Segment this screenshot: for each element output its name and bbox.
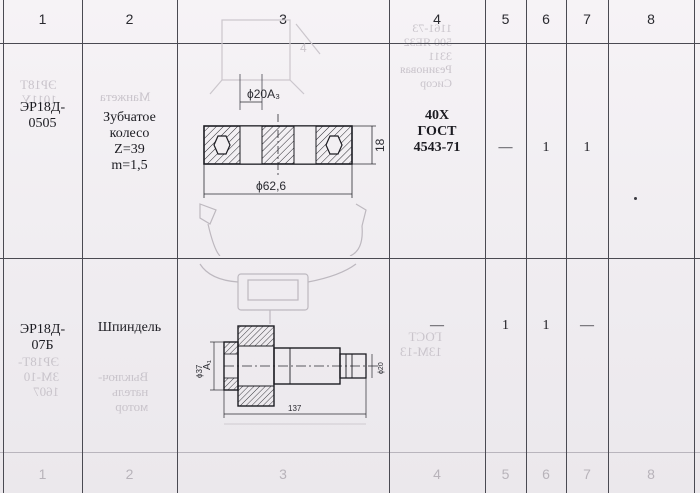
footer-top-border xyxy=(0,452,700,453)
footer-number-3: 3 xyxy=(279,466,287,482)
footer-number-1: 1 xyxy=(38,466,47,482)
footer-number-5: 5 xyxy=(501,466,510,482)
svg-text:4: 4 xyxy=(300,41,307,55)
spindle-length-label: 137 xyxy=(288,404,302,413)
col-border xyxy=(608,0,609,493)
col-border xyxy=(3,0,4,493)
footer-number-8: 8 xyxy=(647,466,655,482)
col-header-5: 5 xyxy=(501,11,510,27)
footer-number-2: 2 xyxy=(125,466,134,482)
row1-name: Зубчатое колесо Z=39 m=1,5 xyxy=(103,110,156,174)
col-border xyxy=(566,0,567,493)
bleed-through-text: Манжета xyxy=(100,89,151,104)
footer-number-7: 7 xyxy=(583,466,591,482)
gear-outer-dia-label: ϕ62,6 xyxy=(256,179,286,193)
col-border xyxy=(82,0,83,493)
row2-name: Шпиндель xyxy=(97,320,162,335)
row1-designation: ЭР18Д- 0505 xyxy=(19,100,66,132)
col-border xyxy=(526,0,527,493)
header-bottom-border xyxy=(0,43,700,44)
spindle-drawing: A₁ ϕ37 ϕ20 137 xyxy=(195,263,385,425)
gear-height-label: 18 xyxy=(373,138,386,152)
row1-col5: — xyxy=(498,140,513,155)
paper-speck xyxy=(634,197,637,200)
col-border xyxy=(485,0,486,493)
col-border xyxy=(177,0,178,493)
row2-col5: 1 xyxy=(502,318,509,333)
row2-material: — xyxy=(430,318,444,333)
row-divider xyxy=(0,258,700,259)
gear-inner-dia-label: ϕ20A₃ xyxy=(247,87,280,101)
row1-col7: 1 xyxy=(583,140,591,155)
col-header-6: 6 xyxy=(542,11,550,27)
footer-number-6: 6 xyxy=(542,466,550,482)
spindle-dim-b-label: ϕ37 xyxy=(195,364,204,378)
footer-number-4: 4 xyxy=(433,466,441,482)
row2-designation: ЭР18Д- 07Б xyxy=(19,322,66,354)
col-border xyxy=(389,0,390,493)
col-border xyxy=(694,0,695,493)
col-header-1: 1 xyxy=(38,11,47,27)
col-header-8: 8 xyxy=(647,11,655,27)
row2-col7: — xyxy=(580,318,594,333)
spindle-dim-a-label: A₁ xyxy=(202,359,213,370)
gear-drawing: 4 ϕ20A₃ 18 ϕ62,6 xyxy=(199,19,386,256)
spindle-dim-c-label: ϕ20 xyxy=(378,362,385,374)
col-header-2: 2 xyxy=(125,11,134,27)
col-header-7: 7 xyxy=(583,11,591,27)
row2-col6: 1 xyxy=(542,318,550,333)
row1-col6: 1 xyxy=(542,140,550,155)
row1-material: 40Х ГОСТ 4543-71 xyxy=(413,108,461,156)
col-header-4: 4 xyxy=(433,11,441,27)
col-header-3: 3 xyxy=(279,11,287,27)
